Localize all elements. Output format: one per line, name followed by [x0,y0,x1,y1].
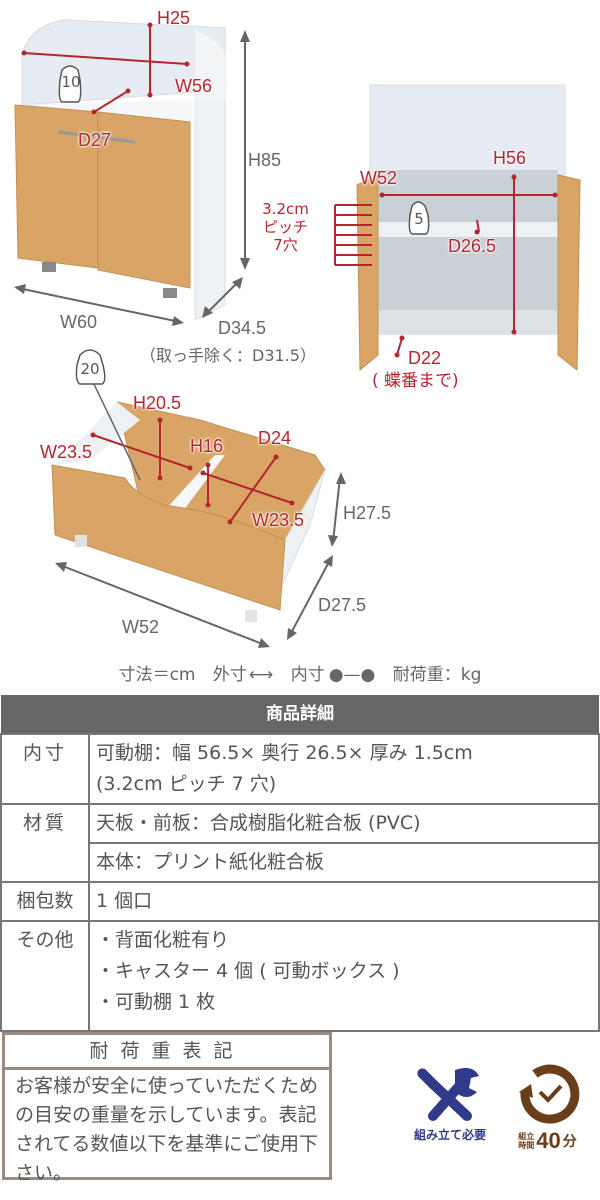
row-label: 内寸 [0,733,90,805]
depth-note: （取っ手除く：D31.5） [140,346,316,365]
tools-icon [417,1068,479,1121]
pitch-label: 3.2cm ピッチ 7穴 [262,200,309,254]
dimension-legend: 寸法＝cm 外寸⟷ 内寸●—● 耐荷重：kg [0,660,600,685]
legend-inner: 内寸●—● [290,665,376,685]
load-notice-title: 耐荷重表記 [5,1035,329,1070]
row-label: 材質 [0,803,90,883]
dim-w52-box: W52 [122,617,160,637]
load-notice-box: 耐荷重表記 お客様が安全に使っていただくための目安の重量を示しています。表記され… [2,1032,332,1184]
cabinet-front-illustration [14,19,250,326]
dim-w23-5-right: W23.5 [252,510,305,530]
legend-unit: 寸法＝cm [118,665,196,685]
dim-w23-5-left: W23.5 [40,442,93,462]
movable-box-illustration [51,349,346,648]
weight-icon [408,201,430,235]
clock-icon [518,1064,579,1124]
dim-d27: D27 [78,130,112,150]
row-label: 梱包数 [0,881,90,922]
time-value: 40 [536,1128,561,1153]
dim-d22: D22 [408,348,442,368]
table-row: 本体：プリント紙化粧合板 [1,842,600,883]
assembly-required-badge: 組み立て必要 [405,1062,495,1143]
load-notice-body: お客様が安全に使っていただくための目安の重量を示しています。表記されてる数値以下… [15,1075,319,1184]
outer-arrow-icon: ⟷ [248,665,274,685]
table-row: その他 ・背面化粧有り ・キャスター 4 個 ( 可動ボックス ) ・可動棚 1… [0,920,600,1032]
time-unit: 分 [562,1134,577,1150]
cabinet-open-diagram: 5 W52 H56 D26.5 D22 ( 蝶番まで) [300,70,600,400]
product-detail-table: 商品詳細 内寸 可動棚：幅 56.5× 奥行 26.5× 厚み 1.5cm (3… [0,695,600,1032]
table-row: 材質 天板・前板：合成樹脂化粧合板 (PVC) [0,803,600,883]
dim-w52-inner: W52 [360,168,398,188]
load-10kg-value: 10 [61,73,81,91]
dim-h16: H16 [190,436,224,456]
table-row: 梱包数 1 個口 [0,881,600,922]
dim-h20-5: H20.5 [133,393,182,413]
dim-d26-5: D26.5 [448,236,497,256]
legend-load: 耐荷重：kg [392,665,482,685]
dim-d34-5: D34.5 [218,318,267,338]
load-20kg-value: 20 [80,360,100,378]
dim-w56: W56 [175,76,213,96]
assembly-label: 組み立て必要 [413,1128,486,1142]
legend-outer: 外寸⟷ [212,665,274,685]
hinge-note: ( 蝶番まで) [372,371,459,391]
movable-box-diagram: 20 H20.5 W23.5 H16 D24 W23.5 H27.5 D27.5… [0,340,420,660]
row-label: その他 [0,920,90,1032]
dim-d24: D24 [258,428,292,448]
weight-icon [75,349,106,385]
dim-w60: W60 [60,312,98,332]
dim-d27-5: D27.5 [318,595,367,615]
dim-h25: H25 [157,8,191,28]
assembly-time-badge: 組立 時間 40 分 [500,1062,595,1154]
dim-h56: H56 [493,148,527,168]
cabinet-open-illustration [334,84,581,372]
dim-h27-5: H27.5 [343,503,392,523]
cabinet-front-diagram: H25 W56 D27 H85 W60 10 [0,0,300,332]
spec-title: 商品詳細 [1,695,599,734]
inner-dot-line-icon: ●—● [328,665,376,685]
weight-icon [58,65,82,103]
load-5kg-value: 5 [414,210,424,228]
dim-h85: H85 [248,150,282,170]
time-prefix: 組立 時間 [518,1132,535,1150]
table-row: 内寸 可動棚：幅 56.5× 奥行 26.5× 厚み 1.5cm (3.2cm … [0,733,600,805]
